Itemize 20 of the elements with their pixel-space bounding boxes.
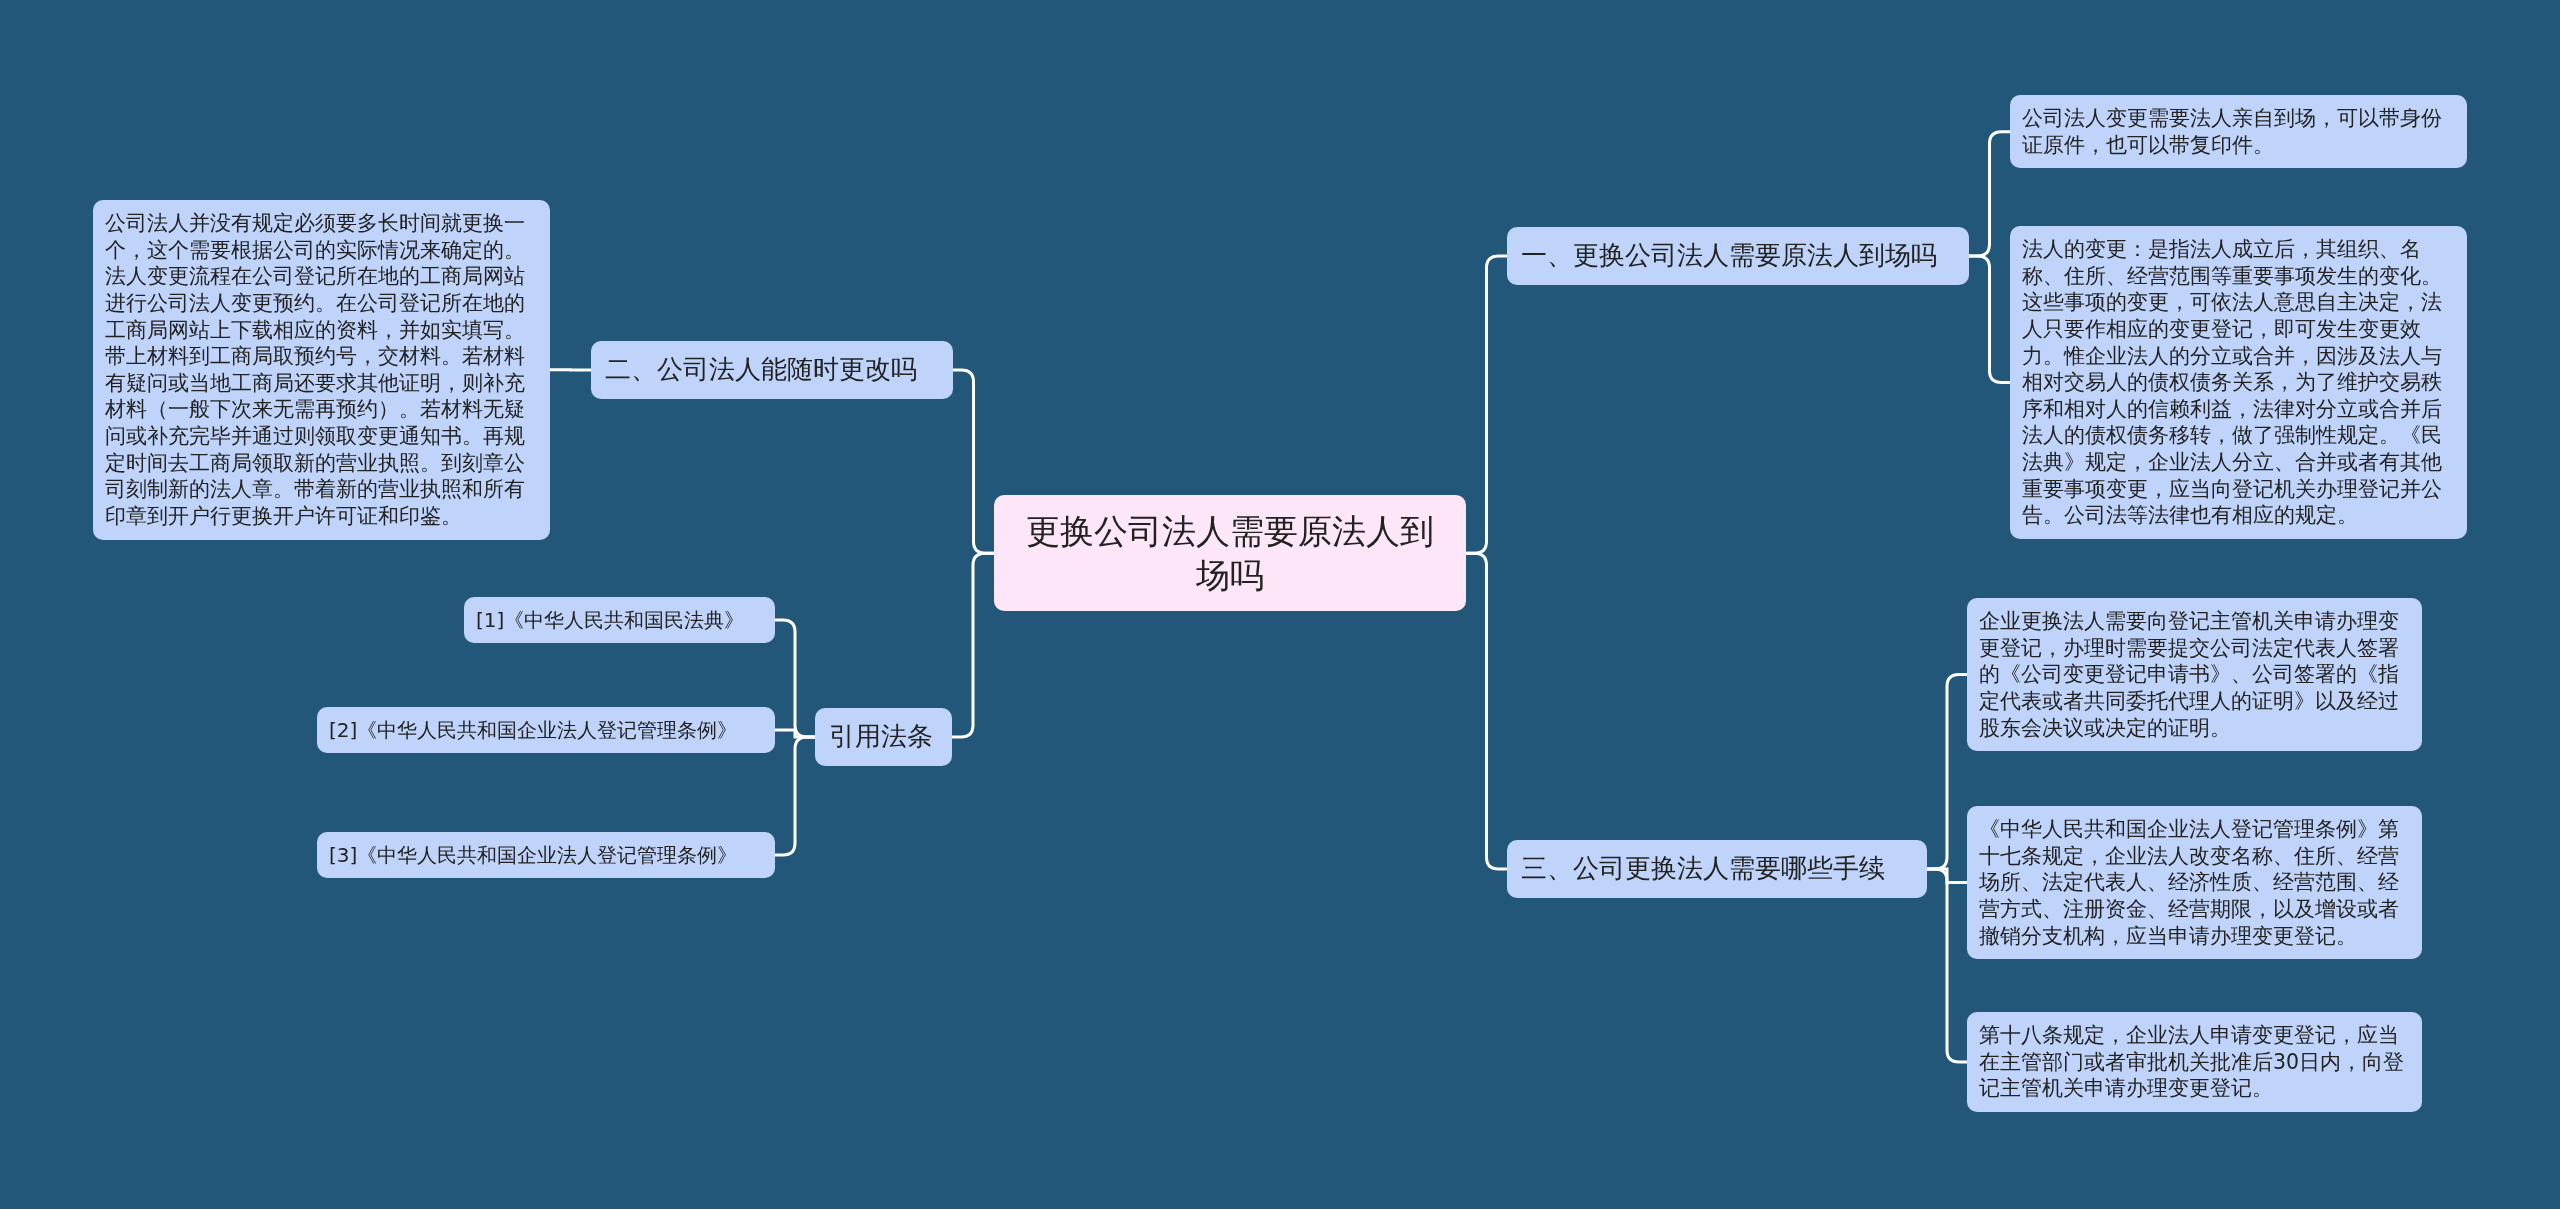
- connector-line: [775, 735, 815, 857]
- topic-box: 引用法条: [815, 708, 952, 766]
- connector-line: [550, 368, 591, 372]
- note-box: 公司法人并没有规定必须要多长时间就更换一个，这个需要根据公司的实际情况来确定的。法人变更流程在公司登记所在地的工商局网站进行公司法人变更预约。在公司登记所在地的工商局网站上下载相应的资料，并如实填写。带上材料到工商局取预约号，交材料。若材料有疑问或当地工商局还要求其他证明，则补充材料（一般下次来无需再预约）。若材料无疑问或补充完毕并通过则领取变更通知书。再规定时间去工商局领取新的营业执照。到刻章公司刻制新的法人章。带着新的营业执照和所有印章到开户行更换开户许可证和印鉴。: [93, 200, 550, 540]
- connector-line: [1466, 551, 1507, 871]
- connector-line: [1927, 867, 1967, 1064]
- connector-line: [952, 551, 994, 739]
- note-box: [1]《中华人民共和国民法典》: [464, 597, 775, 643]
- note-box: 法人的变更：是指法人成立后，其组织、名称、住所、经营范围等重要事项发生的变化。这些事项的变更，可依法人意思自主决定，法人只要作相应的变更登记，即可发生变更效力。惟企业法人的分立或合并，因涉及法人与相对交易人的债权债务关系，为了维护交易秩序和相对人的信赖利益，法律对分立或合并后法人的债权债务移转，做了强制性规定。《民法典》规定，企业法人分立、合并或者有其他重要事项变更，应当向登记机关办理登记并公告。公司法等法律也有相应的规定。: [2010, 226, 2467, 540]
- central-topic: 更换公司法人需要原法人到场吗: [994, 495, 1466, 612]
- topic-box: 三、公司更换法人需要哪些手续: [1507, 840, 1927, 898]
- note-box: 企业更换法人需要向登记主管机关申请办理变更登记，办理时需要提交公司法定代表人签署的《公司变更登记申请书》、公司签署的《指定代表或者共同委托代理人的证明》以及经过股东会决议或决定的证明。: [1967, 598, 2422, 752]
- topic-box: 二、公司法人能随时更改吗: [591, 341, 953, 399]
- note-box: 公司法人变更需要法人亲自到场，可以带身份证原件，也可以带复印件。: [2010, 95, 2467, 169]
- note-box: [3]《中华人民共和国企业法人登记管理条例》: [317, 832, 775, 878]
- topic-box: 一、更换公司法人需要原法人到场吗: [1507, 227, 1969, 285]
- note-box: [2]《中华人民共和国企业法人登记管理条例》: [317, 707, 775, 753]
- connector-line: [1969, 254, 2010, 384]
- note-box: 第十八条规定，企业法人申请变更登记，应当在主管部门或者审批机关批准后30日内，向登记主管机关申请办理变更登记。: [1967, 1012, 2422, 1112]
- note-box: 《中华人民共和国企业法人登记管理条例》第十七条规定，企业法人改变名称、住所、经营场所、法定代表人、经济性质、经营范围、经营方式、注册资金、经营期限，以及增设或者撤销分支机构，应当申请办理变更登记。: [1967, 806, 2422, 960]
